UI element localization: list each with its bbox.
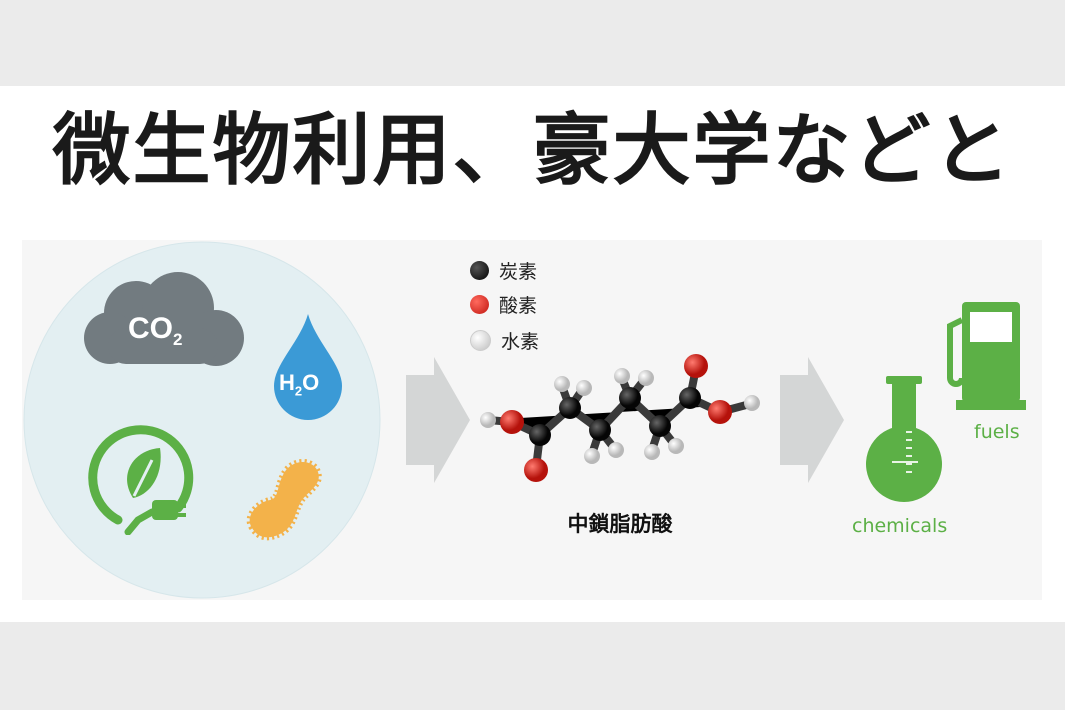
arrow-right-icon — [780, 357, 844, 483]
microbe-icon — [246, 459, 322, 541]
headline: 微生物利用、豪大学などと — [52, 105, 1013, 196]
chemicals-label: chemicals — [852, 515, 948, 537]
carbon-atom-icon — [470, 260, 489, 280]
hydrogen-atom-icon — [470, 329, 491, 351]
molecule-label: 中鎖脂肪酸 — [567, 512, 673, 536]
flask-icon — [866, 376, 942, 503]
legend-carbon: 炭素 — [470, 255, 537, 285]
cloud-icon — [84, 272, 244, 366]
water-drop-icon — [274, 314, 342, 420]
arrow-right-icon — [406, 357, 470, 483]
molecule-model — [480, 354, 760, 482]
green-energy-plug-icon — [88, 425, 194, 535]
legend-label: 水素 — [501, 330, 540, 353]
h2o-label: H2O — [279, 370, 320, 399]
co2-label: CO2 — [128, 312, 183, 349]
legend-oxygen: 酸素 — [470, 289, 537, 319]
fuels-label: fuels — [974, 421, 1020, 443]
fuel-pump-icon — [947, 302, 1026, 410]
legend-hydrogen: 水素 — [470, 325, 539, 355]
legend-label: 酸素 — [499, 294, 538, 317]
legend-label: 炭素 — [499, 260, 538, 283]
oxygen-atom-icon — [470, 294, 489, 314]
